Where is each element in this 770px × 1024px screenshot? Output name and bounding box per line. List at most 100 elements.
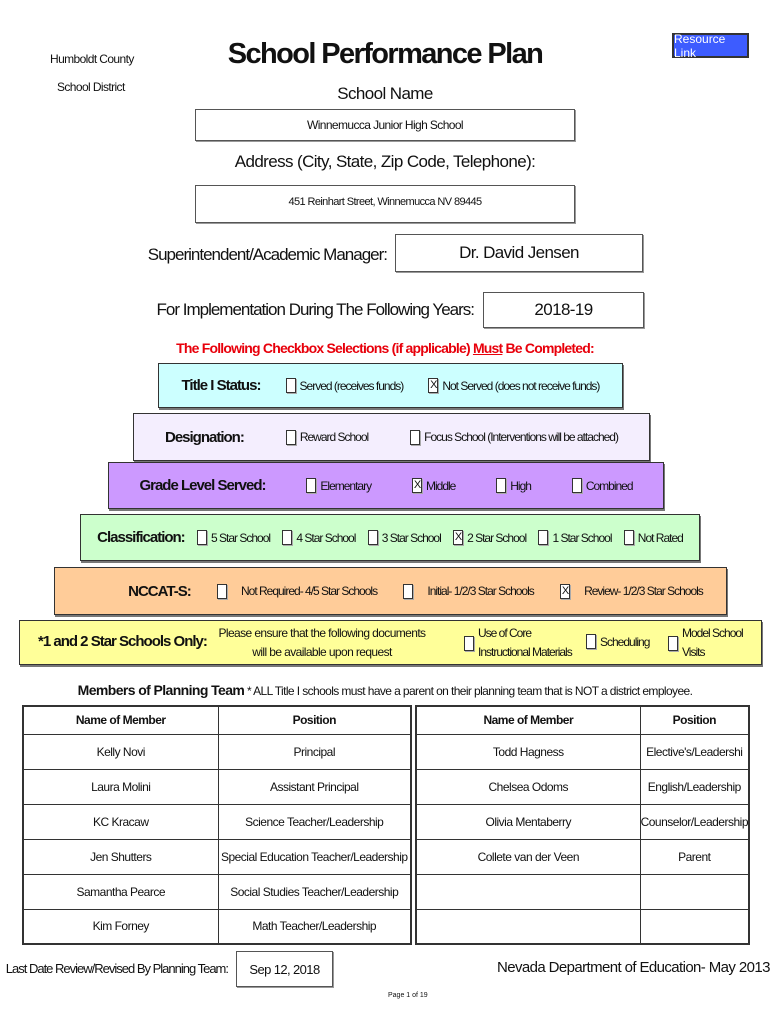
years-field[interactable]: 2018-19 xyxy=(483,292,644,328)
option-label: Model School Visits xyxy=(682,626,744,659)
notice-text-end: Be Completed: xyxy=(502,340,594,356)
school-name-label: School Name xyxy=(337,84,433,103)
review-date-field[interactable]: Sep 12, 2018 xyxy=(236,951,333,987)
checkbox[interactable] xyxy=(410,429,421,445)
member-name[interactable]: Kim Forney xyxy=(22,908,219,945)
member-name[interactable]: Todd Hagness xyxy=(415,733,641,770)
classification-option-3star[interactable]: 3 Star School xyxy=(367,530,442,545)
designation-option-reward[interactable]: Reward School xyxy=(285,429,369,445)
checkbox[interactable] xyxy=(668,635,678,651)
superintendent-label: Superintendent/Academic Manager: xyxy=(147,245,388,264)
option-label: 4 Star School xyxy=(296,530,356,545)
checkbox[interactable] xyxy=(285,429,296,445)
title1-option-served[interactable]: Served (receives funds) xyxy=(285,378,404,393)
column-header-position: Position xyxy=(217,705,412,735)
nccat-section: NCCAT-S: Not Required- 4/5 Star Schools … xyxy=(54,567,727,615)
checkbox[interactable] xyxy=(586,634,596,649)
nccat-label: NCCAT-S: xyxy=(128,582,192,600)
grade-option-combined[interactable]: Combined xyxy=(571,478,634,493)
member-name[interactable]: Olivia Mentaberry xyxy=(415,803,641,840)
checkbox[interactable] xyxy=(538,530,549,545)
member-name[interactable]: Chelsea Odoms xyxy=(415,768,641,805)
member-position[interactable]: Principal xyxy=(217,733,412,770)
member-position[interactable]: Special Education Teacher/Leadership xyxy=(217,838,412,875)
checkbox[interactable] xyxy=(216,583,227,599)
member-name[interactable]: Jen Shutters xyxy=(22,838,219,875)
option-label: Not Served (does not receive funds) xyxy=(442,378,600,393)
checkbox[interactable] xyxy=(403,583,414,599)
member-name[interactable]: KC Kracaw xyxy=(22,803,219,840)
star-option-model-visits[interactable]: Model School Visits xyxy=(668,624,760,662)
checkbox[interactable] xyxy=(306,478,317,493)
member-position[interactable]: English/Leadership xyxy=(639,768,750,805)
member-position[interactable]: Assistant Principal xyxy=(217,768,412,805)
designation-section: Designation: Reward School Focus School … xyxy=(133,413,650,461)
superintendent-field[interactable]: Dr. David Jensen xyxy=(395,234,643,272)
member-position[interactable]: Elective's/Leadershi xyxy=(639,733,750,770)
checkbox[interactable] xyxy=(367,530,378,545)
member-name[interactable]: Collete van der Veen xyxy=(415,838,641,875)
member-position[interactable]: Parent xyxy=(639,838,750,875)
option-label: 2 Star School xyxy=(467,530,527,545)
grade-label: Grade Level Served: xyxy=(139,477,266,494)
classification-option-1star[interactable]: 1 Star School xyxy=(538,530,612,545)
member-name[interactable]: Samantha Pearce xyxy=(22,873,219,910)
checkbox[interactable] xyxy=(282,530,293,545)
classification-option-4star[interactable]: 4 Star School xyxy=(282,530,356,545)
column-header-name: Name of Member xyxy=(22,705,219,735)
member-name[interactable]: Laura Molini xyxy=(22,768,219,805)
option-label: Not Rated xyxy=(637,530,684,545)
member-position[interactable]: Social Studies Teacher/Leadership xyxy=(217,873,412,910)
checkbox[interactable] xyxy=(464,635,474,651)
member-position[interactable] xyxy=(639,908,750,945)
agency-footer: Nevada Department of Education- May 2013 xyxy=(497,959,770,976)
team-title: Members of Planning Team xyxy=(77,682,245,698)
star-schools-section: *1 and 2 Star Schools Only: Please ensur… xyxy=(19,620,762,665)
member-name[interactable] xyxy=(415,873,641,910)
nccat-option-not-required[interactable]: Not Required- 4/5 Star Schools xyxy=(216,583,378,599)
nccat-option-initial[interactable]: Initial- 1/2/3 Star Schools xyxy=(403,583,535,599)
classification-option-5star[interactable]: 5 Star School xyxy=(197,530,271,545)
member-position[interactable]: Counselor/Leadership xyxy=(639,803,750,840)
member-position[interactable] xyxy=(639,873,750,910)
member-name[interactable] xyxy=(415,908,641,945)
designation-option-focus[interactable]: Focus School (Interventions will be atta… xyxy=(410,429,619,445)
checkbox[interactable] xyxy=(285,378,296,393)
grade-option-high[interactable]: High xyxy=(496,478,532,493)
resource-link-button[interactable]: Resource Link xyxy=(672,32,749,60)
address-field[interactable]: 451 Reinhart Street, Winnemucca NV 89445 xyxy=(195,185,575,223)
star-option-core-materials[interactable]: Use of Core Instructional Materials xyxy=(464,624,582,662)
member-name[interactable]: Kelly Novi xyxy=(22,733,219,770)
star-option-scheduling[interactable]: Scheduling xyxy=(586,634,650,649)
page-title: School Performance Plan xyxy=(227,38,544,70)
grade-option-elementary[interactable]: Elementary xyxy=(306,478,372,493)
option-label: Not Required- 4/5 Star Schools xyxy=(240,584,378,598)
title1-label: Title I Status: xyxy=(181,377,262,394)
notice-must: Must xyxy=(472,340,503,356)
checkbox[interactable] xyxy=(623,530,634,545)
district-label: School District xyxy=(57,80,125,94)
member-position[interactable]: Math Teacher/Leadership xyxy=(217,908,412,945)
option-label: Elementary xyxy=(320,478,372,493)
school-name-field[interactable]: Winnemucca Junior High School xyxy=(195,109,575,141)
checkbox[interactable] xyxy=(197,530,207,545)
classification-option-not-rated[interactable]: Not Rated xyxy=(623,530,684,545)
checkbox-checked[interactable]: X xyxy=(560,583,571,599)
checkbox-checked[interactable]: X xyxy=(412,478,422,493)
checkbox-checked[interactable]: X xyxy=(428,378,439,393)
option-label: Reward School xyxy=(299,430,369,444)
checkbox[interactable] xyxy=(571,478,582,493)
member-position[interactable]: Science Teacher/Leadership xyxy=(217,803,412,840)
checkbox[interactable] xyxy=(496,478,507,493)
checkbox-checked[interactable]: X xyxy=(453,530,464,545)
